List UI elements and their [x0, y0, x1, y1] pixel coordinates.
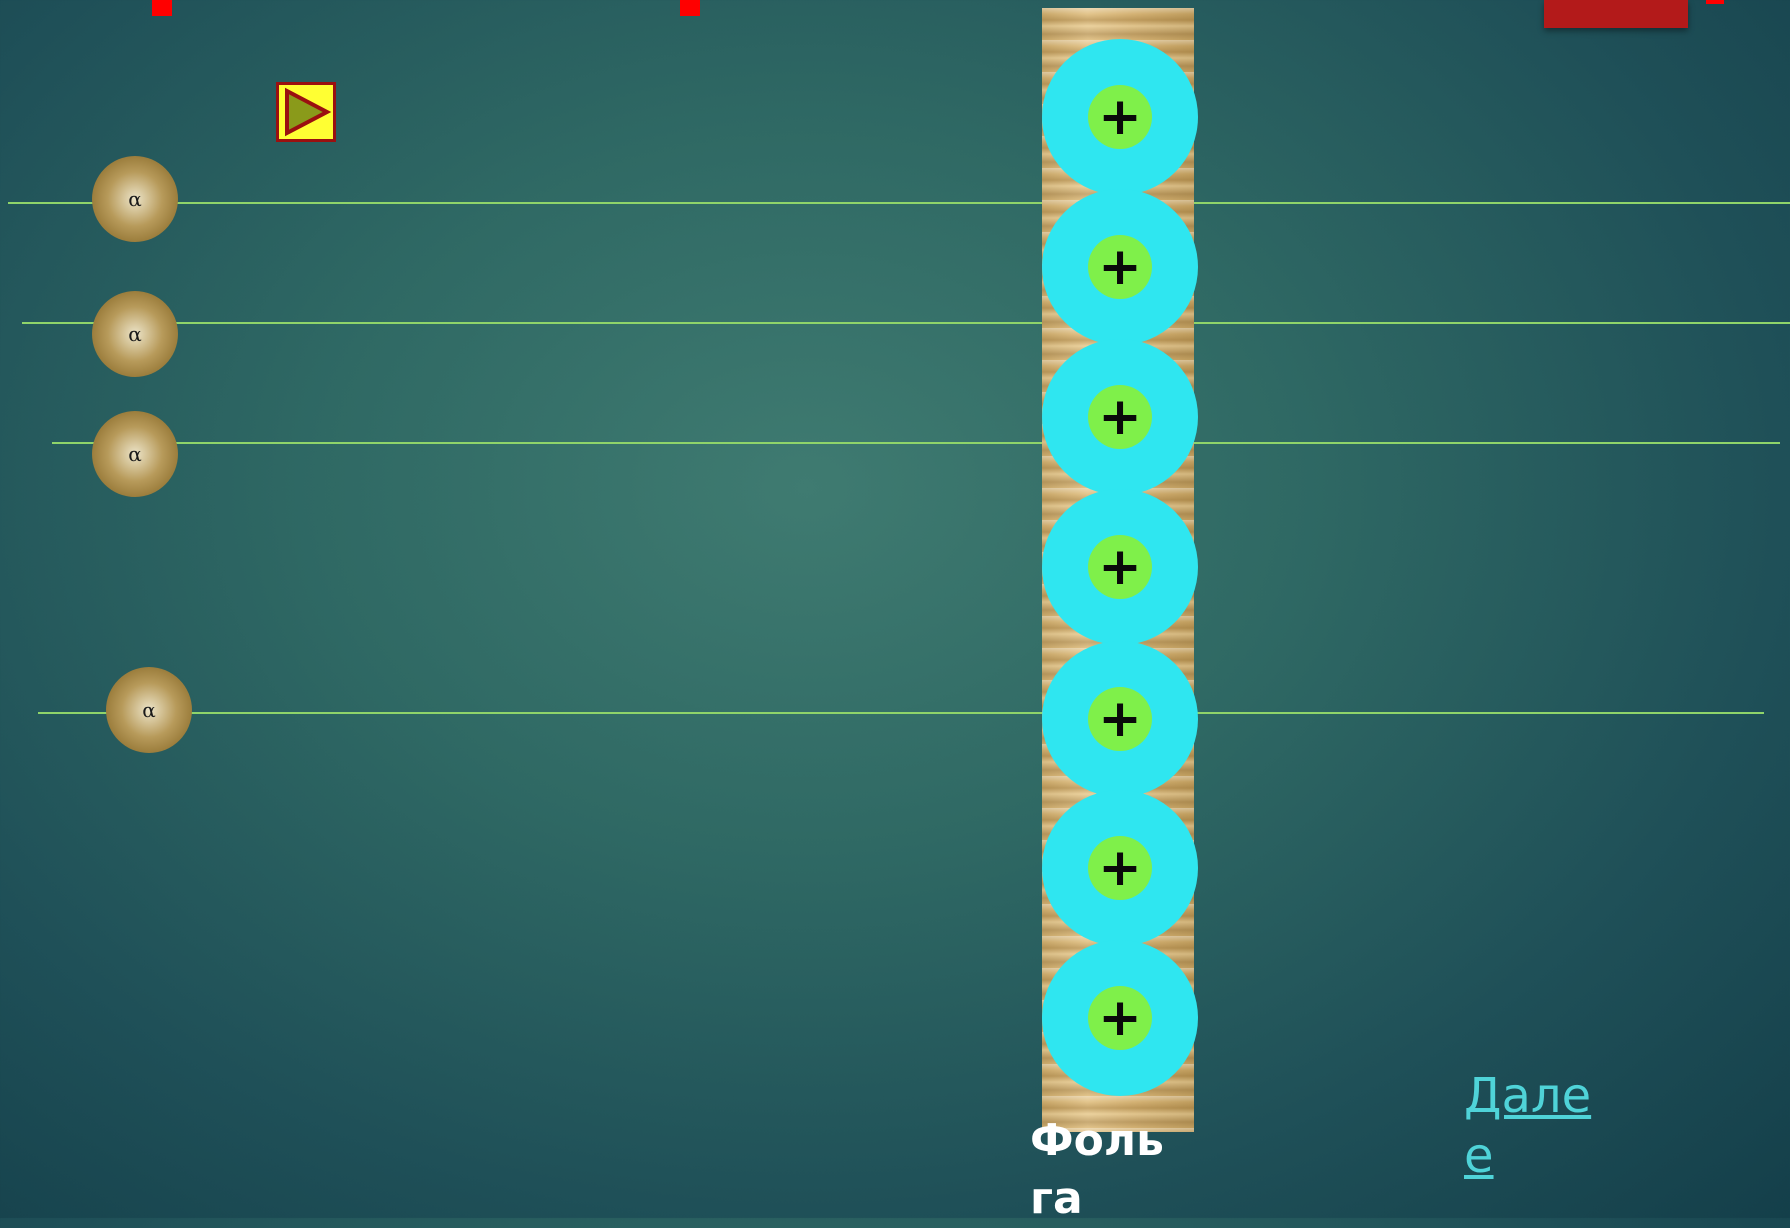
- alpha-particle: α: [92, 411, 178, 497]
- nucleus: +: [1042, 940, 1198, 1096]
- trajectory-line-2: [22, 322, 1790, 324]
- play-button[interactable]: [276, 82, 336, 142]
- next-link[interactable]: Далее: [1464, 1066, 1604, 1186]
- red-banner: [1544, 0, 1688, 28]
- foil-label: Фольга: [1030, 1112, 1180, 1228]
- red-marker-middle: [680, 0, 700, 16]
- positive-charge-icon: +: [1088, 235, 1152, 299]
- nucleus: +: [1042, 790, 1198, 946]
- trajectory-line-3: [52, 442, 1780, 444]
- positive-charge-icon: +: [1088, 687, 1152, 751]
- red-marker-right: [1706, 0, 1724, 4]
- positive-charge-icon: +: [1088, 535, 1152, 599]
- red-marker-left: [152, 0, 172, 16]
- nucleus: +: [1042, 39, 1198, 195]
- positive-charge-icon: +: [1088, 986, 1152, 1050]
- alpha-particle: α: [92, 291, 178, 377]
- alpha-particle: α: [106, 667, 192, 753]
- nucleus: +: [1042, 189, 1198, 345]
- alpha-particle: α: [92, 156, 178, 242]
- positive-charge-icon: +: [1088, 85, 1152, 149]
- trajectory-line-4: [38, 712, 1764, 714]
- nucleus: +: [1042, 641, 1198, 797]
- trajectory-line-1: [8, 202, 1790, 204]
- positive-charge-icon: +: [1088, 836, 1152, 900]
- nucleus: +: [1042, 339, 1198, 495]
- nucleus: +: [1042, 489, 1198, 645]
- positive-charge-icon: +: [1088, 385, 1152, 449]
- play-icon: [279, 85, 333, 139]
